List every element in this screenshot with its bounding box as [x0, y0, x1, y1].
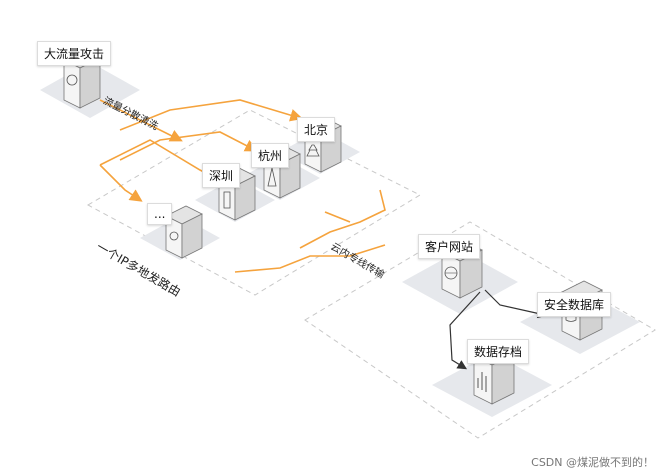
- label-shenzhen: 深圳: [202, 163, 241, 188]
- flow-to-hangzhou: [119, 131, 258, 161]
- region-cdn-outline: [86, 109, 422, 296]
- pagoda-icon: [267, 167, 277, 187]
- bar-chart-icon: [477, 372, 487, 392]
- label-beijing: 北京: [297, 117, 336, 142]
- location-pin-icon: [169, 231, 179, 241]
- label-hangzhou: 杭州: [251, 143, 290, 168]
- watermark: CSDN @煤泥做不到的！: [531, 456, 654, 469]
- flow-to-beijing: [119, 99, 304, 131]
- server-more: [165, 205, 203, 259]
- label-attack: 大流量攻击: [37, 41, 112, 66]
- link-customer-to-archive: [449, 291, 481, 370]
- label-customer-site: 客户网站: [418, 234, 481, 259]
- flow-attack-to-cdn: [99, 99, 183, 142]
- temple-icon: [306, 144, 320, 157]
- label-secure-db: 安全数据库: [537, 292, 612, 317]
- flow-cloud-line-2: [299, 189, 386, 249]
- tower-icon: [223, 191, 231, 209]
- link-customer-to-securedb: [484, 289, 548, 319]
- label-data-archive: 数据存档: [467, 339, 530, 364]
- flow-cloud-line-3: [324, 211, 351, 223]
- label-more: ...: [147, 203, 173, 225]
- attack-icon: [66, 74, 78, 86]
- region-cloud-outline: [304, 221, 656, 439]
- flow-to-more: [99, 164, 143, 202]
- flow-cloud-line-1: [234, 244, 386, 273]
- flow-to-shenzhen: [99, 139, 218, 180]
